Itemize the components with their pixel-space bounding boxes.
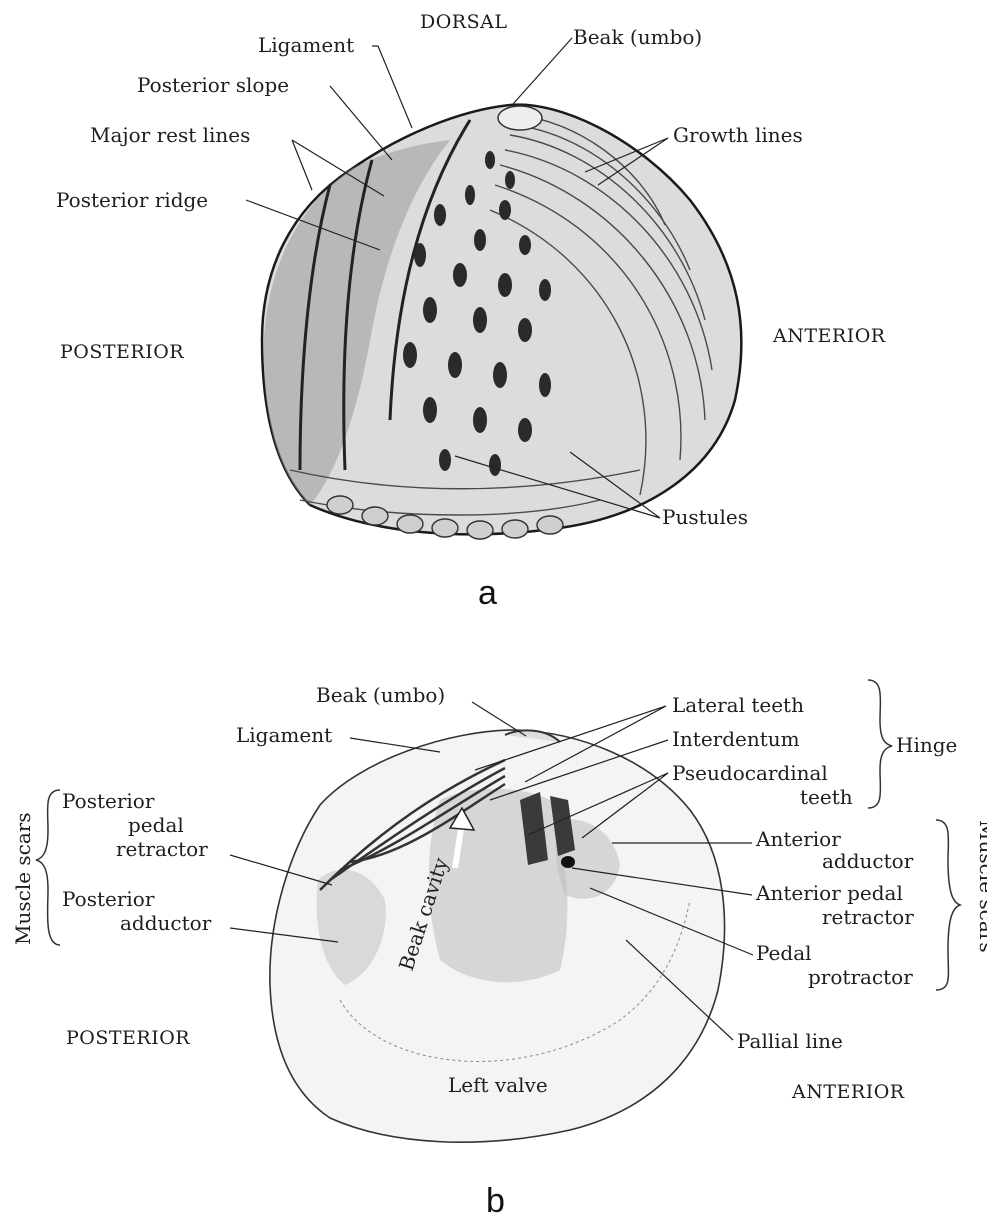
beak-label-b: Beak (umbo) (316, 683, 445, 707)
posterior-pedal-label-1: Posterior (62, 789, 155, 813)
anterior-adductor-label-2: adductor (822, 849, 914, 873)
major-rest-lines-label: Major rest lines (90, 123, 250, 147)
growth-lines-label: Growth lines (673, 123, 803, 147)
posterior-adductor-label-1: Posterior (62, 887, 155, 911)
muscle-scars-right-label: Muscle scars (975, 820, 987, 953)
posterior-label-b: POSTERIOR (66, 1027, 190, 1049)
muscle-scars-left-brace (36, 790, 60, 945)
ligament-label-b: Ligament (236, 723, 332, 747)
posterior-label-a: POSTERIOR (60, 341, 184, 363)
interdentum-label: Interdentum (672, 727, 800, 751)
pallial-line-label: Pallial line (737, 1029, 843, 1053)
anterior-pedal-label-1: Anterior pedal (755, 881, 903, 905)
left-valve-label: Left valve (448, 1073, 548, 1097)
dorsal-label: DORSAL (420, 11, 507, 33)
hinge-label: Hinge (896, 733, 957, 757)
pedal-protractor-label-2: protractor (808, 965, 913, 989)
figure-b: Beak (umbo) Lateral teeth Ligament Inter… (11, 680, 987, 1220)
pseudocardinal-label-2: teeth (800, 785, 853, 809)
anterior-adductor-label-1: Anterior (755, 827, 841, 851)
panel-label-a: a (478, 574, 497, 612)
posterior-pedal-label-3: retractor (116, 837, 208, 861)
panel-label-b: b (486, 1182, 505, 1220)
beak-label-a: Beak (umbo) (573, 25, 702, 49)
posterior-pedal-label-2: pedal (128, 813, 184, 837)
hinge-brace (868, 680, 892, 808)
muscle-scars-left-label: Muscle scars (11, 812, 35, 945)
anterior-pedal-label-2: retractor (822, 905, 914, 929)
pedal-protractor-label-1: Pedal (756, 941, 812, 965)
muscle-scars-right-brace (936, 820, 960, 990)
beak-cavity-shade (429, 789, 568, 983)
figure-a: DORSAL Ligament Beak (umbo) Posterior sl… (56, 11, 886, 612)
pustules-label: Pustules (662, 505, 748, 529)
anterior-label-a: ANTERIOR (772, 325, 886, 347)
beak-a (498, 106, 542, 130)
pseudocardinal-label-1: Pseudocardinal (672, 761, 828, 785)
ligament-label-a: Ligament (258, 33, 354, 57)
posterior-adductor-label-2: adductor (120, 911, 212, 935)
anterior-label-b: ANTERIOR (791, 1081, 905, 1103)
posterior-ridge-label: Posterior ridge (56, 188, 208, 212)
lateral-teeth-label: Lateral teeth (672, 693, 804, 717)
posterior-slope-label: Posterior slope (137, 73, 289, 97)
